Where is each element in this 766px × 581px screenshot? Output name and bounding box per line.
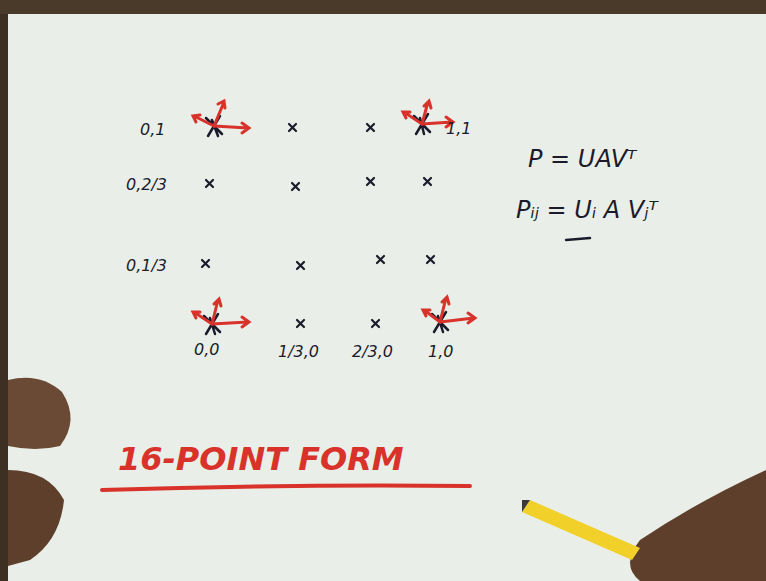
hands [8, 378, 766, 581]
top-edge [0, 0, 766, 14]
paper [8, 14, 766, 581]
grid-points [202, 124, 434, 327]
coordinate-label: 1/3,0 [278, 342, 319, 361]
formula: Pᵢⱼ = Uᵢ A Vⱼᵀ [516, 196, 658, 224]
coordinate-label: 0,1 [140, 120, 165, 139]
coordinate-label: 1,1 [446, 119, 471, 138]
title: 16-POINT FORM [118, 440, 404, 478]
coordinate-label: 0,2/3 [126, 175, 167, 194]
coordinate-label: 0,0 [194, 340, 219, 359]
formula: P = UAVᵀ [528, 145, 636, 173]
emphasis-underline [566, 238, 590, 240]
corner-vectors [193, 101, 475, 334]
title-underline [102, 486, 470, 491]
coordinate-label: 0,1/3 [126, 256, 167, 275]
coordinate-label: 1,0 [428, 342, 453, 361]
coordinate-label: 2/3,0 [352, 342, 393, 361]
